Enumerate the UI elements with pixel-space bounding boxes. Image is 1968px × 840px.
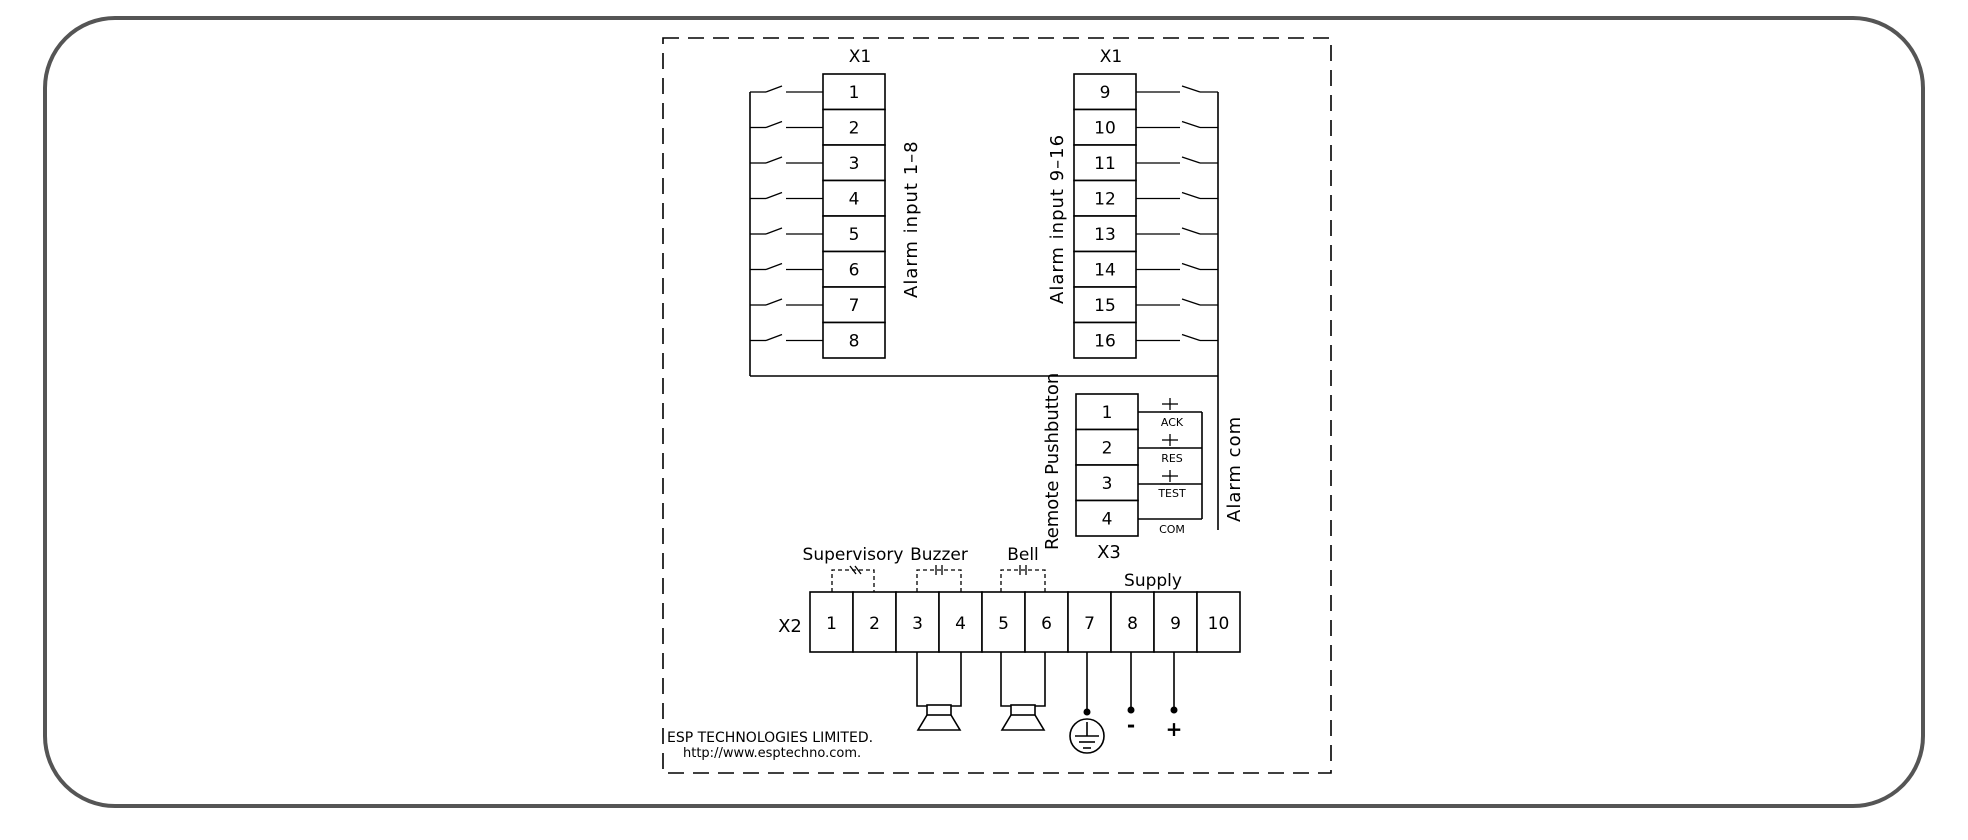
x2-terminal-label: 5 xyxy=(998,614,1009,634)
left-alarm-contacts xyxy=(750,85,823,342)
x2-terminal xyxy=(938,591,983,653)
x3-function-res: RES xyxy=(1161,452,1183,465)
x1-terminal-label: 4 xyxy=(849,189,860,209)
x1-terminal-label: 3 xyxy=(849,154,860,174)
x1-terminal-label: 5 xyxy=(849,225,860,245)
company-url: http://www.esptechno.com. xyxy=(683,746,861,761)
x1-terminal xyxy=(1073,321,1137,359)
relay-label-buzzer: Buzzer xyxy=(910,545,968,565)
x1-terminal-label: 6 xyxy=(849,260,860,280)
x1-right-terminal-block: 9 10 11 12 13 14 15 16 xyxy=(1073,73,1137,359)
earth-ground-icon xyxy=(1069,652,1105,754)
right-alarm-contacts xyxy=(1136,85,1218,342)
x1-terminal-label: 7 xyxy=(849,296,860,316)
outer-frame xyxy=(43,16,1925,808)
x1-terminal-label: 1 xyxy=(849,83,860,103)
x3-terminal-block: 1 2 3 4 xyxy=(1075,393,1139,537)
x1-terminal-label: 13 xyxy=(1094,225,1116,245)
supply-label: Supply xyxy=(1124,571,1182,591)
relay-label-supervisory: Supervisory xyxy=(803,545,904,565)
x1-terminal-label: 15 xyxy=(1094,296,1116,316)
supply-minus-terminal xyxy=(1127,652,1135,714)
x1-terminal-label: 8 xyxy=(849,331,860,351)
alarm-input-right-label: Alarm input 9–16 xyxy=(1047,134,1068,304)
x1-terminal-label: 14 xyxy=(1094,260,1116,280)
relay-contacts xyxy=(831,565,1046,592)
supply-plus-sign: + xyxy=(1166,717,1183,741)
x3-terminal-label: 1 xyxy=(1102,403,1113,423)
company-name: ESP TECHNOLOGIES LIMITED. xyxy=(667,730,873,746)
x2-terminal-block: 1 2 3 4 5 6 7 8 9 10 xyxy=(809,591,1241,653)
x3-terminal-label: 2 xyxy=(1102,438,1113,458)
x1-left-terminal-block: 1 2 3 4 5 6 7 8 xyxy=(822,73,886,359)
x3-function-com: COM xyxy=(1159,523,1185,536)
x2-terminal xyxy=(1110,591,1155,653)
x2-terminal xyxy=(981,591,1026,653)
x2-terminal-label: 8 xyxy=(1127,614,1138,634)
supply-minus-sign: - xyxy=(1127,713,1135,737)
x1-terminal-label: 12 xyxy=(1094,189,1116,209)
x2-terminal-label: 2 xyxy=(869,614,880,634)
supply-plus-terminal xyxy=(1170,652,1178,714)
x3-function-ack: ACK xyxy=(1161,416,1184,429)
x2-terminal-label: 6 xyxy=(1041,614,1052,634)
x1-terminal-label: 10 xyxy=(1094,118,1116,138)
bell-symbol xyxy=(1000,652,1046,731)
x3-terminal-label: 3 xyxy=(1102,474,1113,494)
x2-terminal-label: 9 xyxy=(1170,614,1181,634)
x1-terminal-label: 9 xyxy=(1100,83,1111,103)
x1-terminal xyxy=(1073,144,1137,182)
x3-label: X3 xyxy=(1097,542,1121,563)
x3-terminal xyxy=(1075,464,1139,502)
x1-terminal xyxy=(822,144,886,182)
x2-terminal-label: 3 xyxy=(912,614,923,634)
x2-terminal-label: 10 xyxy=(1208,614,1230,634)
x2-terminal xyxy=(1153,591,1198,653)
x2-label: X2 xyxy=(778,616,802,637)
relay-label-bell: Bell xyxy=(1007,545,1039,565)
x2-terminal-label: 4 xyxy=(955,614,966,634)
buzzer-symbol xyxy=(916,652,962,731)
alarm-input-left-label: Alarm input 1–8 xyxy=(901,140,922,298)
pushbutton-symbols xyxy=(1160,398,1180,485)
x1-terminal-label: 2 xyxy=(849,118,860,138)
x2-terminal-label: 1 xyxy=(826,614,837,634)
x1-terminal-label: 16 xyxy=(1094,331,1116,351)
alarm-com-label: Alarm com xyxy=(1224,416,1245,522)
x3-terminal xyxy=(1075,499,1139,537)
x1-terminal xyxy=(1073,73,1137,111)
x1-right-header: X1 xyxy=(1100,47,1122,67)
x2-terminal xyxy=(1024,591,1069,653)
x1-terminal-label: 11 xyxy=(1094,154,1116,174)
x2-terminal xyxy=(1196,591,1241,653)
x2-terminal-label: 7 xyxy=(1084,614,1095,634)
x1-left-header: X1 xyxy=(849,47,871,67)
x3-terminal-label: 4 xyxy=(1102,509,1113,529)
remote-pushbutton-label: Remote Pushbutton xyxy=(1042,373,1063,550)
x1-terminal xyxy=(1073,179,1137,217)
x2-terminal xyxy=(1067,591,1112,653)
x3-function-test: TEST xyxy=(1157,487,1186,500)
enclosure-border xyxy=(662,37,1332,774)
